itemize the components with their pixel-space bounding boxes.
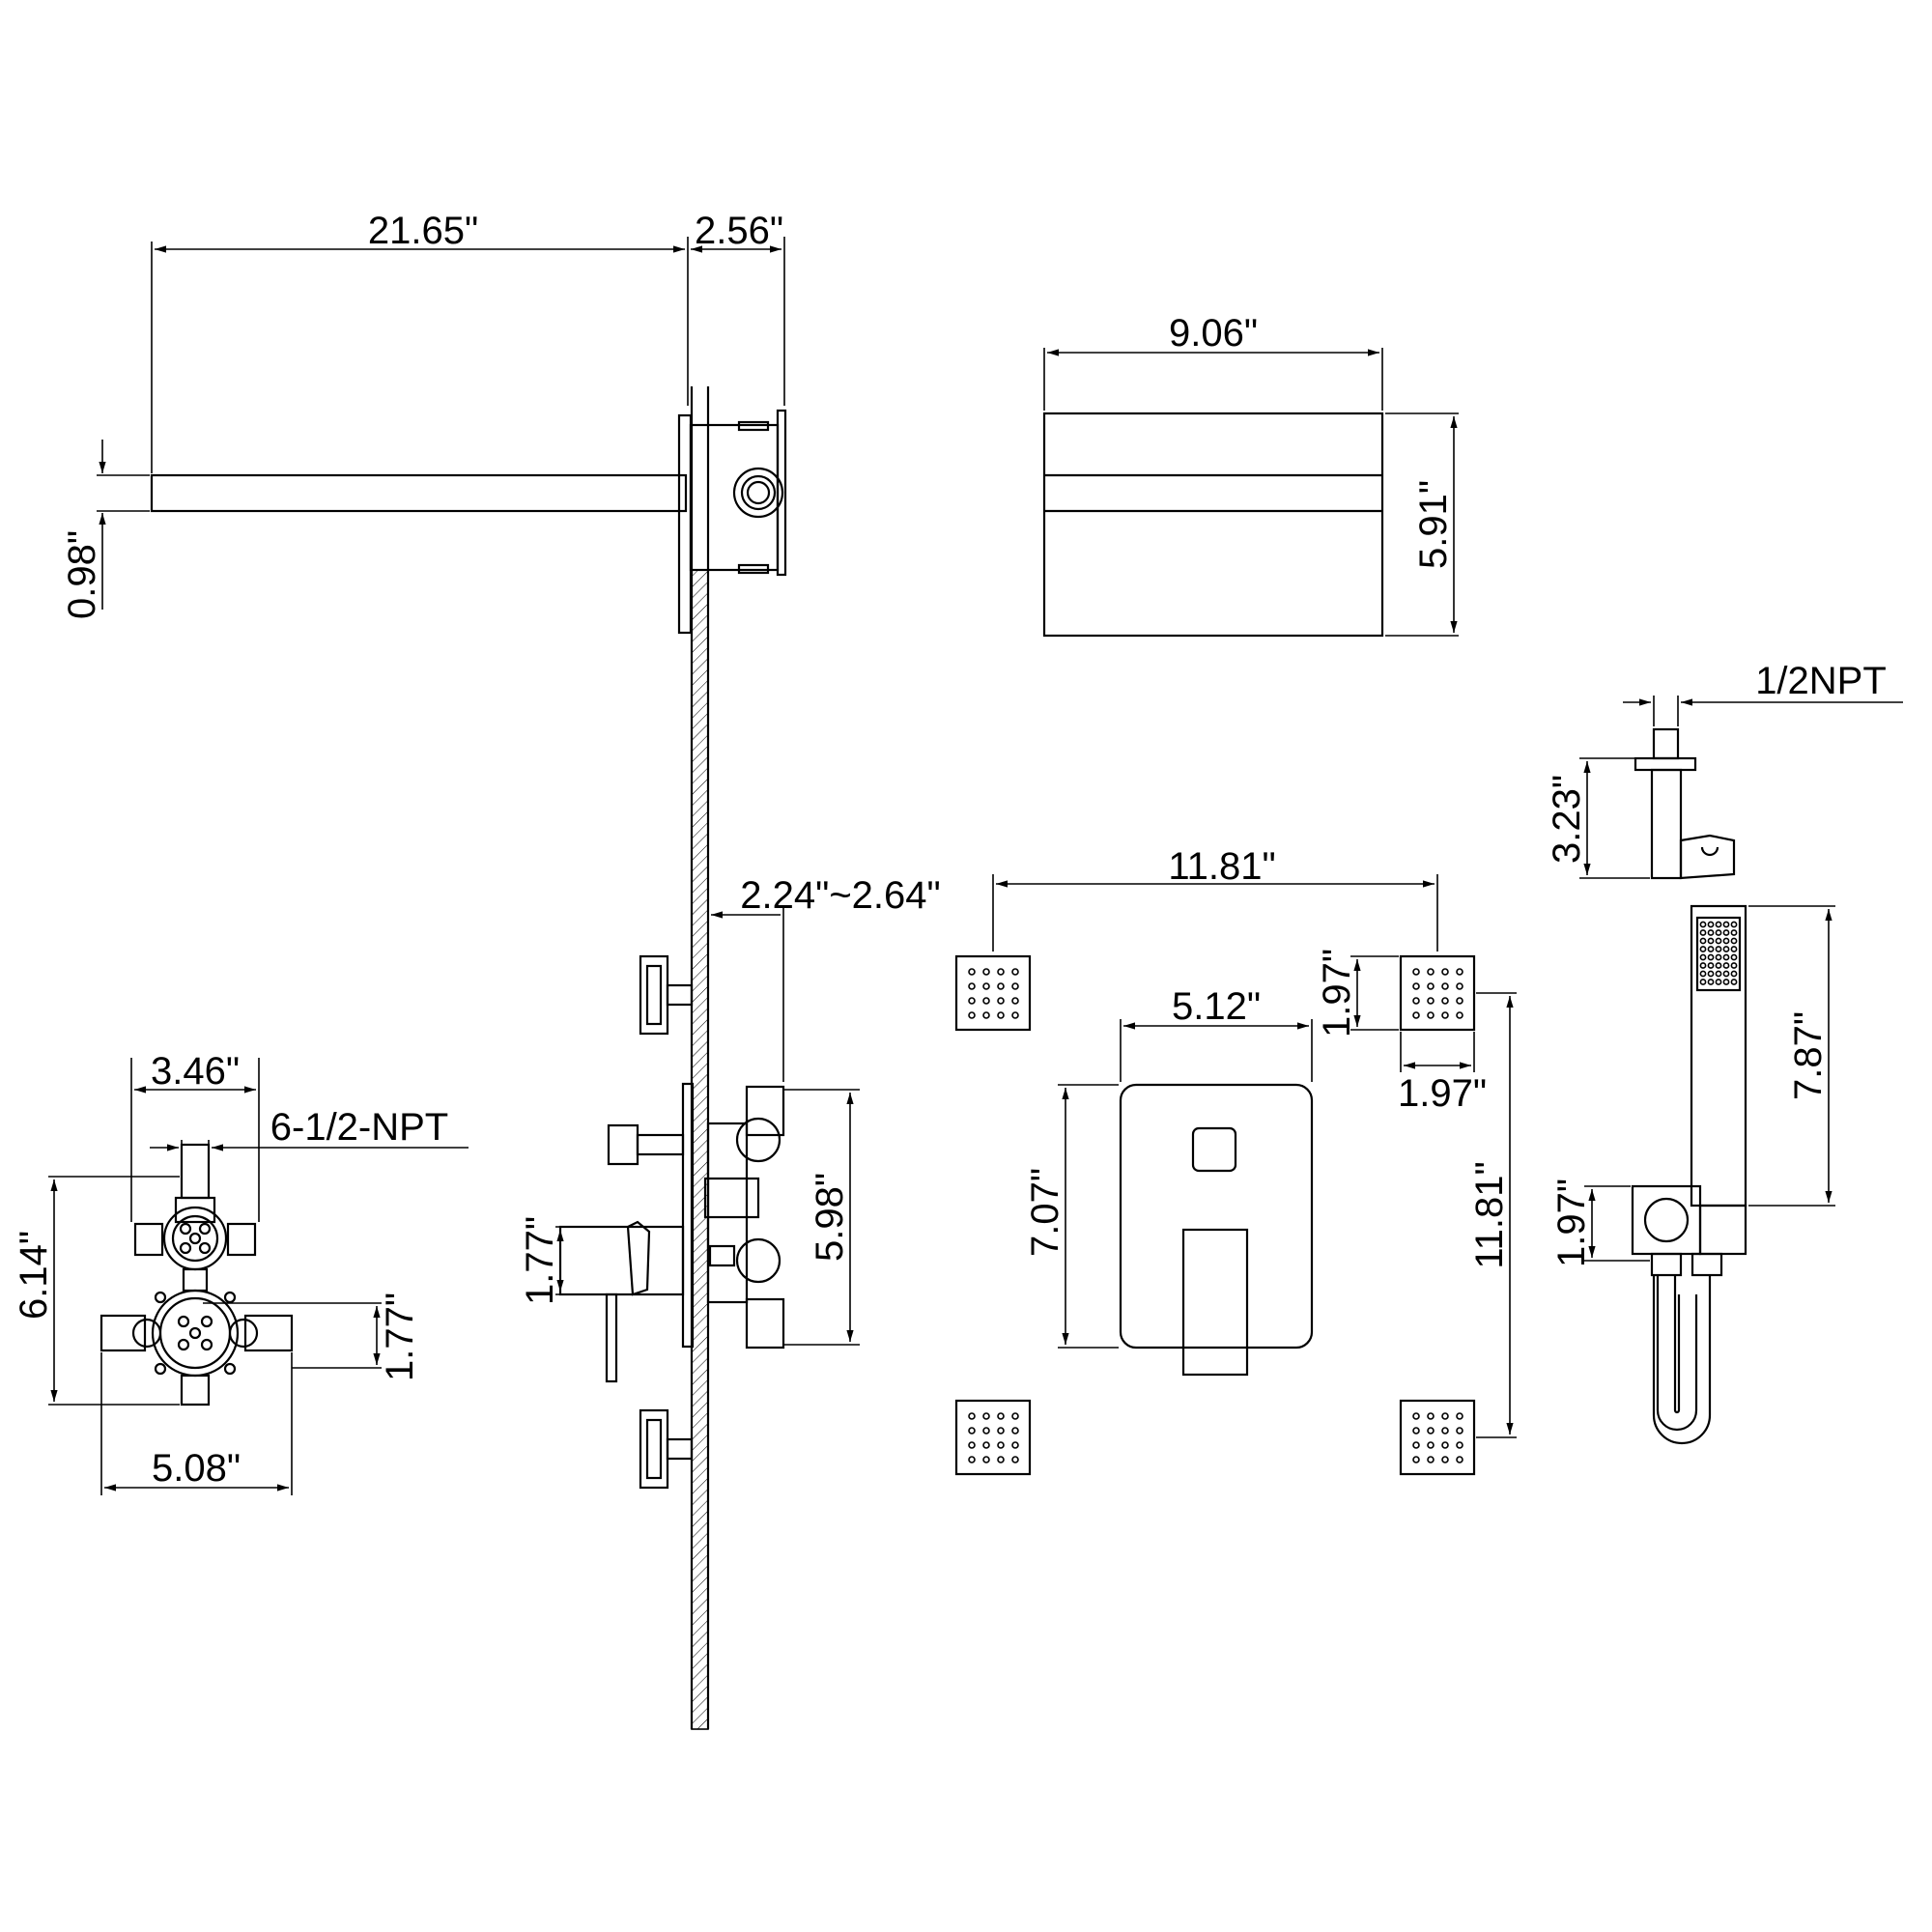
handle-projection-label: 2.24"~2.64" (740, 874, 940, 917)
lever-handle (1181, 1228, 1249, 1377)
outlet-icon (732, 467, 784, 519)
elbow-height-label: 1.97" (1550, 1179, 1593, 1267)
body-jet-top-left (954, 954, 1032, 1032)
body-jet-bottom-right (1399, 1399, 1476, 1476)
handshower-length-label: 7.87" (1787, 1011, 1830, 1100)
arm-thickness-dim: 0.98" (61, 440, 150, 619)
head-width-label: 9.06" (1169, 312, 1258, 355)
jet-spacing-vertical-label: 11.81" (1468, 1161, 1511, 1268)
outlet-npt-label: 1/2NPT (1755, 660, 1887, 702)
body-jet-bottom-left (954, 1399, 1032, 1476)
arm-length-dim: 21.65" 2.56" (151, 210, 785, 473)
wall-box-depth-label: 2.56" (695, 210, 783, 252)
valve-inlets-label: 6-1/2-NPT (270, 1106, 449, 1149)
jet-nozzle-dots (968, 968, 1463, 1463)
arm-length-label: 21.65" (368, 210, 478, 252)
shower-arm (150, 409, 787, 635)
arm-thickness-label: 0.98" (61, 530, 103, 619)
valve-total-width-label: 5.08" (152, 1447, 241, 1490)
trim-width-label: 5.12" (1172, 985, 1261, 1028)
valve-width-label: 3.46" (151, 1050, 240, 1093)
hand-shower-assembly: 1/2NPT 3.23" 7.87" 1.97" (1546, 660, 1903, 1445)
side-valve-height-label: 5.98" (809, 1173, 851, 1262)
diverter-button-icon (1191, 1126, 1237, 1173)
jet-width-label: 1.97" (1398, 1072, 1487, 1115)
rain-shower-head: 9.06" 5.91" (1042, 312, 1459, 638)
hand-shower-spray-dots (1699, 921, 1738, 985)
valve-offset-label: 1.77" (379, 1293, 421, 1381)
rough-in-valve: 3.46" 6-1/2-NPT 6.14" 1.77" 5.08" (13, 1050, 469, 1495)
front-view: 11.81" 1.97" 1.97" 5.12" 7.07" 11.81" (954, 845, 1517, 1476)
jet-spacing-horizontal-label: 11.81" (1168, 845, 1275, 888)
head-depth-label: 5.91" (1412, 480, 1455, 569)
jet-height-label: 1.97" (1316, 949, 1358, 1037)
holder-height-label: 3.23" (1546, 775, 1588, 864)
trim-height-label: 7.07" (1024, 1168, 1066, 1257)
trim-plate (1119, 1083, 1314, 1350)
wall-pipe (690, 386, 710, 1730)
side-view-assembly: 2.24"~2.64" 1.77" 5.98" (519, 874, 941, 1490)
side-handle-offset-label: 1.77" (519, 1216, 561, 1305)
valve-height-label: 6.14" (13, 1231, 55, 1320)
body-jet-top-right (1399, 954, 1476, 1032)
